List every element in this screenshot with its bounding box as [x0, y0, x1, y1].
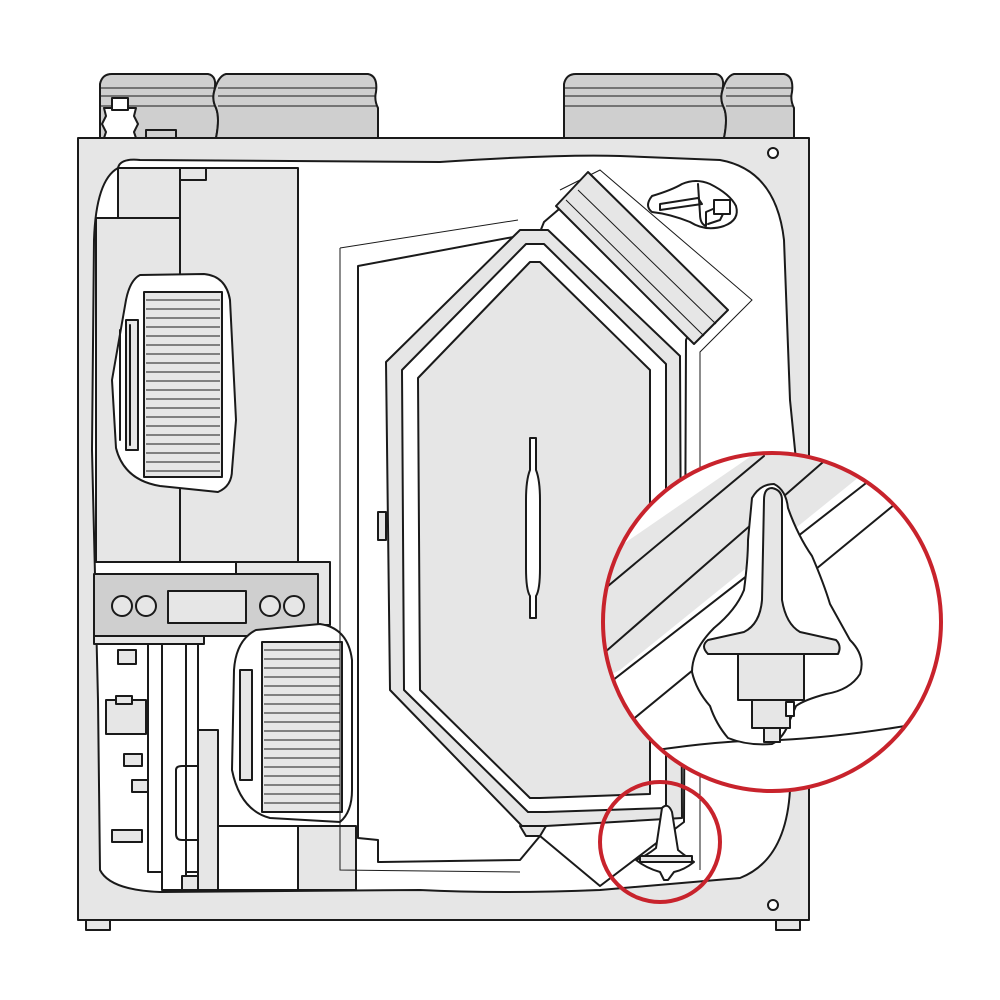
control-knob-2	[135, 595, 157, 617]
magnified-callout	[601, 451, 943, 793]
screw-bottom-right	[767, 899, 779, 911]
electronics-board	[105, 643, 219, 891]
lower-fan	[217, 623, 357, 891]
duct-connector-right	[563, 73, 795, 139]
condensate-drain-top	[647, 180, 738, 230]
highlight-circle-small	[598, 780, 722, 904]
condensate-drain-bottom	[635, 804, 695, 881]
control-panel	[93, 573, 319, 645]
duct-connector-left	[99, 73, 379, 139]
upper-fan	[111, 273, 237, 493]
heat-exchanger-core	[377, 229, 683, 837]
filter	[555, 171, 729, 345]
control-knob-1	[111, 595, 133, 617]
control-knob-3	[259, 595, 281, 617]
screw-top-right	[767, 147, 779, 159]
control-knob-4	[283, 595, 305, 617]
display-window	[167, 590, 247, 624]
